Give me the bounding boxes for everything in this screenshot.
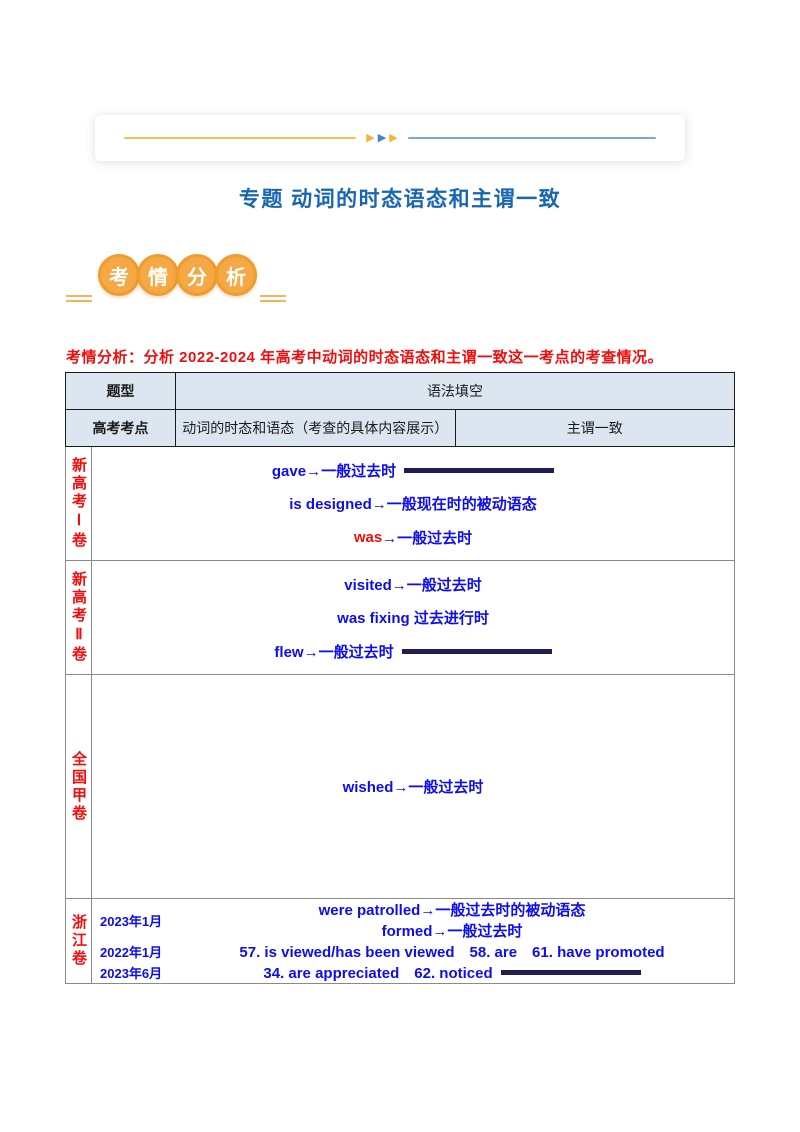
badge-char: 分 [176,254,218,296]
page-title: 专题 动词的时态语态和主谓一致 [238,188,562,211]
arrow-icon: ▶ [377,131,387,144]
answer-text: gave→一般过去时 [271,462,397,480]
answer-line: 57. is viewed/has been viewed 58. are 61… [239,941,664,962]
exam-date-label: 2023年1月 [100,913,163,929]
answers-content-cell: 57. is viewed/has been viewed 58. are 61… [170,941,734,962]
answers-group: 浙江卷 2023年1月 were patrolled→一般过去时的被动语态 fo… [66,899,734,983]
answer-text: flew→一般过去时 [274,643,394,661]
blank-underline-bar [404,467,555,473]
answer-line: 34. are appreciated 62. noticed [263,962,641,983]
paper-label: 浙江卷 [70,914,87,968]
paper-label-cell: 浙江卷 [66,899,92,983]
header-banner: ▶ ▶ ▶ [95,115,685,161]
answer-line: formed→一般过去时 [382,920,523,941]
answer-line: flew→一般过去时 [274,641,552,662]
paper-label-cell: 全国甲卷 [66,675,92,898]
answer-text: was fixing 过去进行时 [337,610,489,627]
paper-label: 全国甲卷 [70,750,87,823]
blank-underline-bar [500,970,641,975]
answer-line: was →一般过去时 [354,527,472,548]
answer-text: 57. is viewed/has been viewed 58. are 61… [239,944,665,961]
answer-text: formed→一般过去时 [381,923,523,940]
answer-line: gave→一般过去时 [271,460,555,481]
exam-point-value: 动词的时态和语态（考查的具体内容展示） [175,409,456,447]
arrow-icon: ▶ [389,131,398,144]
badge-char: 析 [215,254,257,296]
paper-label-cell: 新高考Ⅰ卷 [66,447,92,560]
analysis-note: 考情分析：分析 2022-2024 年高考中动词的时态语态和主谓一致这一考点的考… [66,349,664,366]
answers-table: 新高考Ⅰ卷 gave→一般过去时 is designed→一般现在时的被动语态 … [65,447,735,984]
exam-date-label: 2022年1月 [100,945,163,960]
answer-line: wished→一般过去时 [343,776,484,797]
dated-row: 2022年1月 57. is viewed/has been viewed 58… [92,941,734,962]
answer-line: visited→一般过去时 [344,574,482,595]
answer-line: were patrolled→一般过去时的被动语态 [319,899,586,920]
exam-date-label: 2023年6月 [100,966,163,981]
dated-row: 2023年6月 34. are appreciated 62. noticed [92,962,734,983]
answers-content-cell: were patrolled→一般过去时的被动语态 formed→一般过去时 [170,899,734,941]
answers-content-cell: 34. are appreciated 62. noticed [170,962,734,983]
answer-line: is designed→一般现在时的被动语态 [289,493,537,514]
answer-text: is designed→一般现在时的被动语态 [289,496,537,513]
answer-text: →一般过去时 [382,529,473,547]
answers-group: 全国甲卷 wished→一般过去时 [66,675,734,899]
badge-char: 考 [98,254,140,296]
answer-text: wished→一般过去时 [342,779,484,796]
table-row: 题型 语法填空 [65,372,735,410]
question-type-value: 语法填空 [175,372,735,410]
answer-line: was fixing 过去进行时 [337,607,489,628]
arrow-icon: ▶ [366,131,375,144]
exam-point-table: 题型 语法填空 高考考点 动词的时态和语态（考查的具体内容展示） 主谓一致 [65,372,735,447]
header-arrows: ▶ ▶ ▶ [366,131,398,144]
header-line-left [124,137,357,139]
blank-underline-bar [401,648,552,654]
dated-rows: 2023年1月 were patrolled→一般过去时的被动语态 formed… [92,899,734,983]
exam-analysis-badge: 考 情 分 析 [66,246,286,304]
answers-content-cell: wished→一般过去时 [92,675,734,898]
paper-label-cell: 新高考Ⅱ卷 [66,561,92,674]
badge-dash-icon [260,295,286,302]
answers-content-cell: visited→一般过去时 was fixing 过去进行时 flew→一般过去… [92,561,734,674]
answer-text: were patrolled→一般过去时的被动语态 [318,902,586,919]
paper-label: 新高考Ⅰ卷 [70,457,87,550]
answers-group: 新高考Ⅱ卷 visited→一般过去时 was fixing 过去进行时 fle… [66,561,734,675]
badge-char: 情 [137,254,179,296]
header-line-right [407,137,656,139]
answer-word-red: was [353,528,383,546]
table-row: 高考考点 动词的时态和语态（考查的具体内容展示） 主谓一致 [65,409,735,447]
answers-group: 新高考Ⅰ卷 gave→一般过去时 is designed→一般现在时的被动语态 … [66,447,734,561]
dated-row: 2023年1月 were patrolled→一般过去时的被动语态 formed… [92,899,734,941]
badge-circles: 考 情 分 析 [98,254,257,296]
badge-dash-icon [66,295,92,302]
exam-point-extra: 主谓一致 [454,409,735,447]
answer-text: visited→一般过去时 [344,576,482,594]
answer-text: 34. are appreciated 62. noticed [263,965,493,982]
answers-content-cell: gave→一般过去时 is designed→一般现在时的被动语态 was →一… [92,447,734,560]
exam-point-label: 高考考点 [65,409,176,447]
question-type-label: 题型 [65,372,176,410]
paper-label: 新高考Ⅱ卷 [70,571,87,664]
